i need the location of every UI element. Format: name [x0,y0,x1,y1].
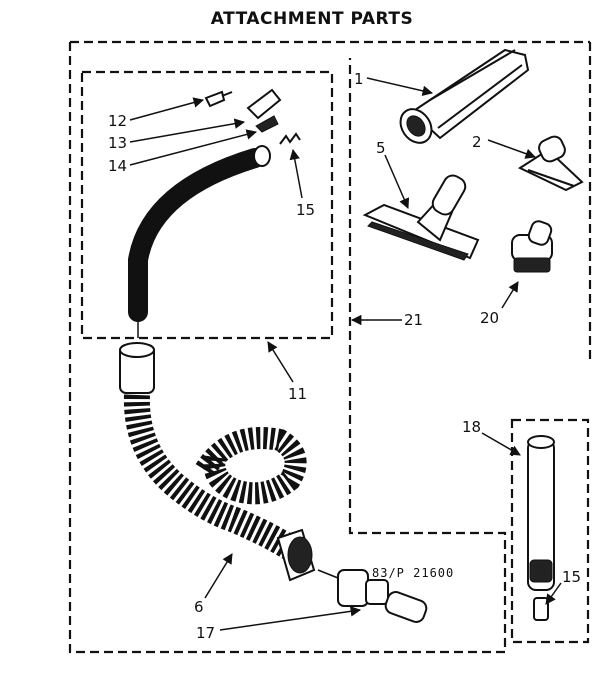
callout-14: 14 [108,157,127,175]
callout-15-hose: 15 [296,201,315,219]
diagram-title: ATTACHMENT PARTS [211,9,413,29]
crevice-tool [399,48,530,144]
main-hose [119,342,316,582]
screw-part [204,90,233,108]
callout-1: 1 [354,70,364,88]
callout-6: 6 [194,598,204,616]
leader-lines [129,77,562,631]
callout-20: 20 [480,309,499,327]
spring-part [279,132,301,145]
outer-enclosure-outline [68,40,592,654]
callout-18: 18 [462,418,481,436]
extension-wand [527,435,555,621]
hose-kit-enclosure [80,70,334,340]
dusting-brush [511,220,553,273]
callout-5: 5 [376,139,386,157]
clip-part [246,88,282,133]
callout-21: 21 [404,311,423,329]
upholstery-nozzle [517,135,584,192]
callout-17: 17 [196,624,215,642]
drawing-code: 83/P 21600 [372,566,454,580]
callout-15-wand: 15 [562,568,581,586]
callout-13: 13 [108,134,127,152]
callout-11: 11 [288,385,307,403]
wand-kit-enclosure [510,418,590,644]
callout-12: 12 [108,112,127,130]
hose-coupling [317,569,428,623]
small-hose-assembly [128,145,271,338]
callout-2: 2 [472,133,482,151]
floor-brush [362,174,480,261]
